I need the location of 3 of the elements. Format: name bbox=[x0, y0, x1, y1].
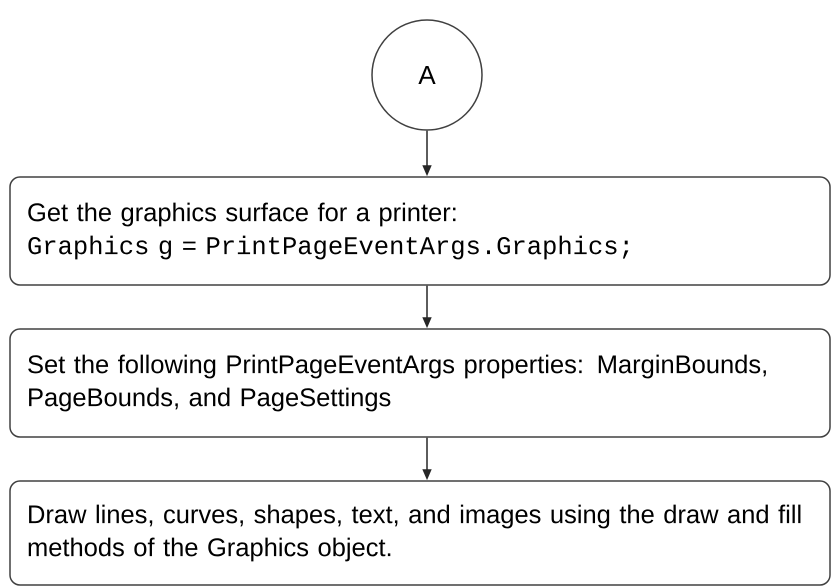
process-box: Get the graphics surface for a printer: Graphics g = PrintPageEventArgs.Graphics; bbox=[9, 176, 831, 286]
process-box: Draw lines, curves, shapes, text, and images using the draw and fill methods of the Graphics object. bbox=[9, 480, 831, 586]
process-box: Set the following PrintPageEventArgs properties: MarginBounds, PageBounds, and PageSettings bbox=[9, 328, 831, 438]
